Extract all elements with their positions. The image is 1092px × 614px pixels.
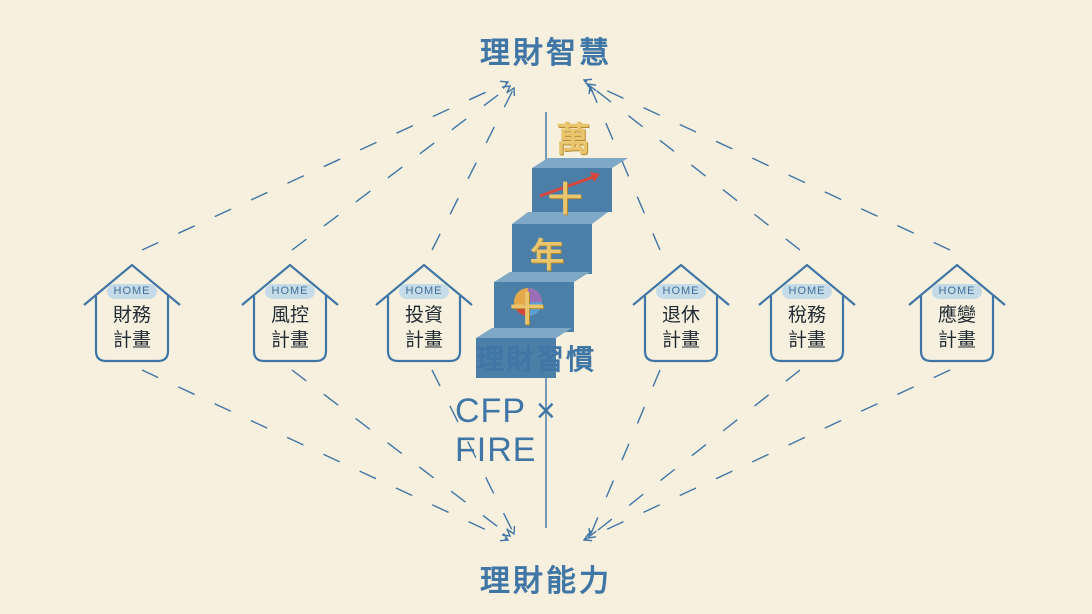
- house-contingency-plan: HOME 應變 計畫: [907, 263, 1007, 363]
- house-label-line2: 計畫: [937, 329, 976, 351]
- dash-line: [291, 85, 512, 251]
- step-char-shi: 十: [548, 180, 582, 220]
- house-label-line1: 投資: [404, 304, 443, 326]
- house-label-line1: 應變: [937, 304, 976, 326]
- house-icon: [241, 263, 339, 363]
- house-icon: [375, 263, 473, 363]
- house-label: 風控 計畫: [250, 303, 330, 353]
- financial-habit-label: 理財習慣: [476, 343, 597, 376]
- house-label: 稅務 計畫: [767, 303, 847, 353]
- house-financial-plan: HOME 財務 計畫: [82, 263, 182, 363]
- house-icon: [83, 263, 181, 363]
- title-financial-ability: 理財能力: [480, 564, 612, 599]
- house-investment-plan: HOME 投資 計畫: [374, 263, 474, 363]
- dash-line: [431, 86, 516, 251]
- dash-line: [291, 369, 512, 537]
- house-label: 財務 計畫: [92, 303, 172, 353]
- house-label: 投資 計畫: [384, 303, 464, 353]
- house-label-line1: 財務: [112, 304, 151, 326]
- home-badge: HOME: [782, 284, 832, 299]
- house-label-line2: 計畫: [787, 329, 826, 351]
- dash-line: [141, 369, 510, 542]
- step-char-nian: 年: [530, 236, 564, 276]
- house-tax-plan: HOME 稅務 計畫: [757, 263, 857, 363]
- dash-line: [431, 369, 516, 536]
- house-label-line2: 計畫: [404, 329, 443, 351]
- house-label-line1: 風控: [270, 304, 309, 326]
- house-label: 應變 計畫: [917, 303, 997, 353]
- house-label-line2: 計畫: [661, 329, 700, 351]
- house-label-line1: 退休: [661, 304, 700, 326]
- home-badge: HOME: [932, 284, 982, 299]
- house-icon: [632, 263, 730, 363]
- home-badge: HOME: [399, 284, 449, 299]
- home-badge: HOME: [107, 284, 157, 299]
- house-risk-control-plan: HOME 風控 計畫: [240, 263, 340, 363]
- dash-line: [586, 83, 801, 251]
- home-badge: HOME: [265, 284, 315, 299]
- dash-line: [141, 80, 510, 251]
- home-badge: HOME: [656, 284, 706, 299]
- house-label: 退休 計畫: [641, 303, 721, 353]
- cfp-fire-label: CFP × FIRE: [455, 392, 557, 469]
- house-label-line2: 計畫: [270, 329, 309, 351]
- dash-line: [588, 369, 661, 538]
- house-retirement-plan: HOME 退休 計畫: [631, 263, 731, 363]
- dash-line: [588, 84, 661, 251]
- step-char-wan: 萬: [556, 120, 590, 160]
- dash-line: [582, 369, 951, 542]
- step-char-shi-2: 十: [510, 290, 544, 330]
- dash-line: [582, 78, 951, 251]
- title-financial-wisdom: 理財智慧: [480, 36, 612, 71]
- house-icon: [758, 263, 856, 363]
- dash-line: [586, 369, 801, 539]
- house-icon: [908, 263, 1006, 363]
- staircase: [476, 158, 628, 378]
- house-label-line1: 稅務: [787, 304, 826, 326]
- house-label-line2: 計畫: [112, 329, 151, 351]
